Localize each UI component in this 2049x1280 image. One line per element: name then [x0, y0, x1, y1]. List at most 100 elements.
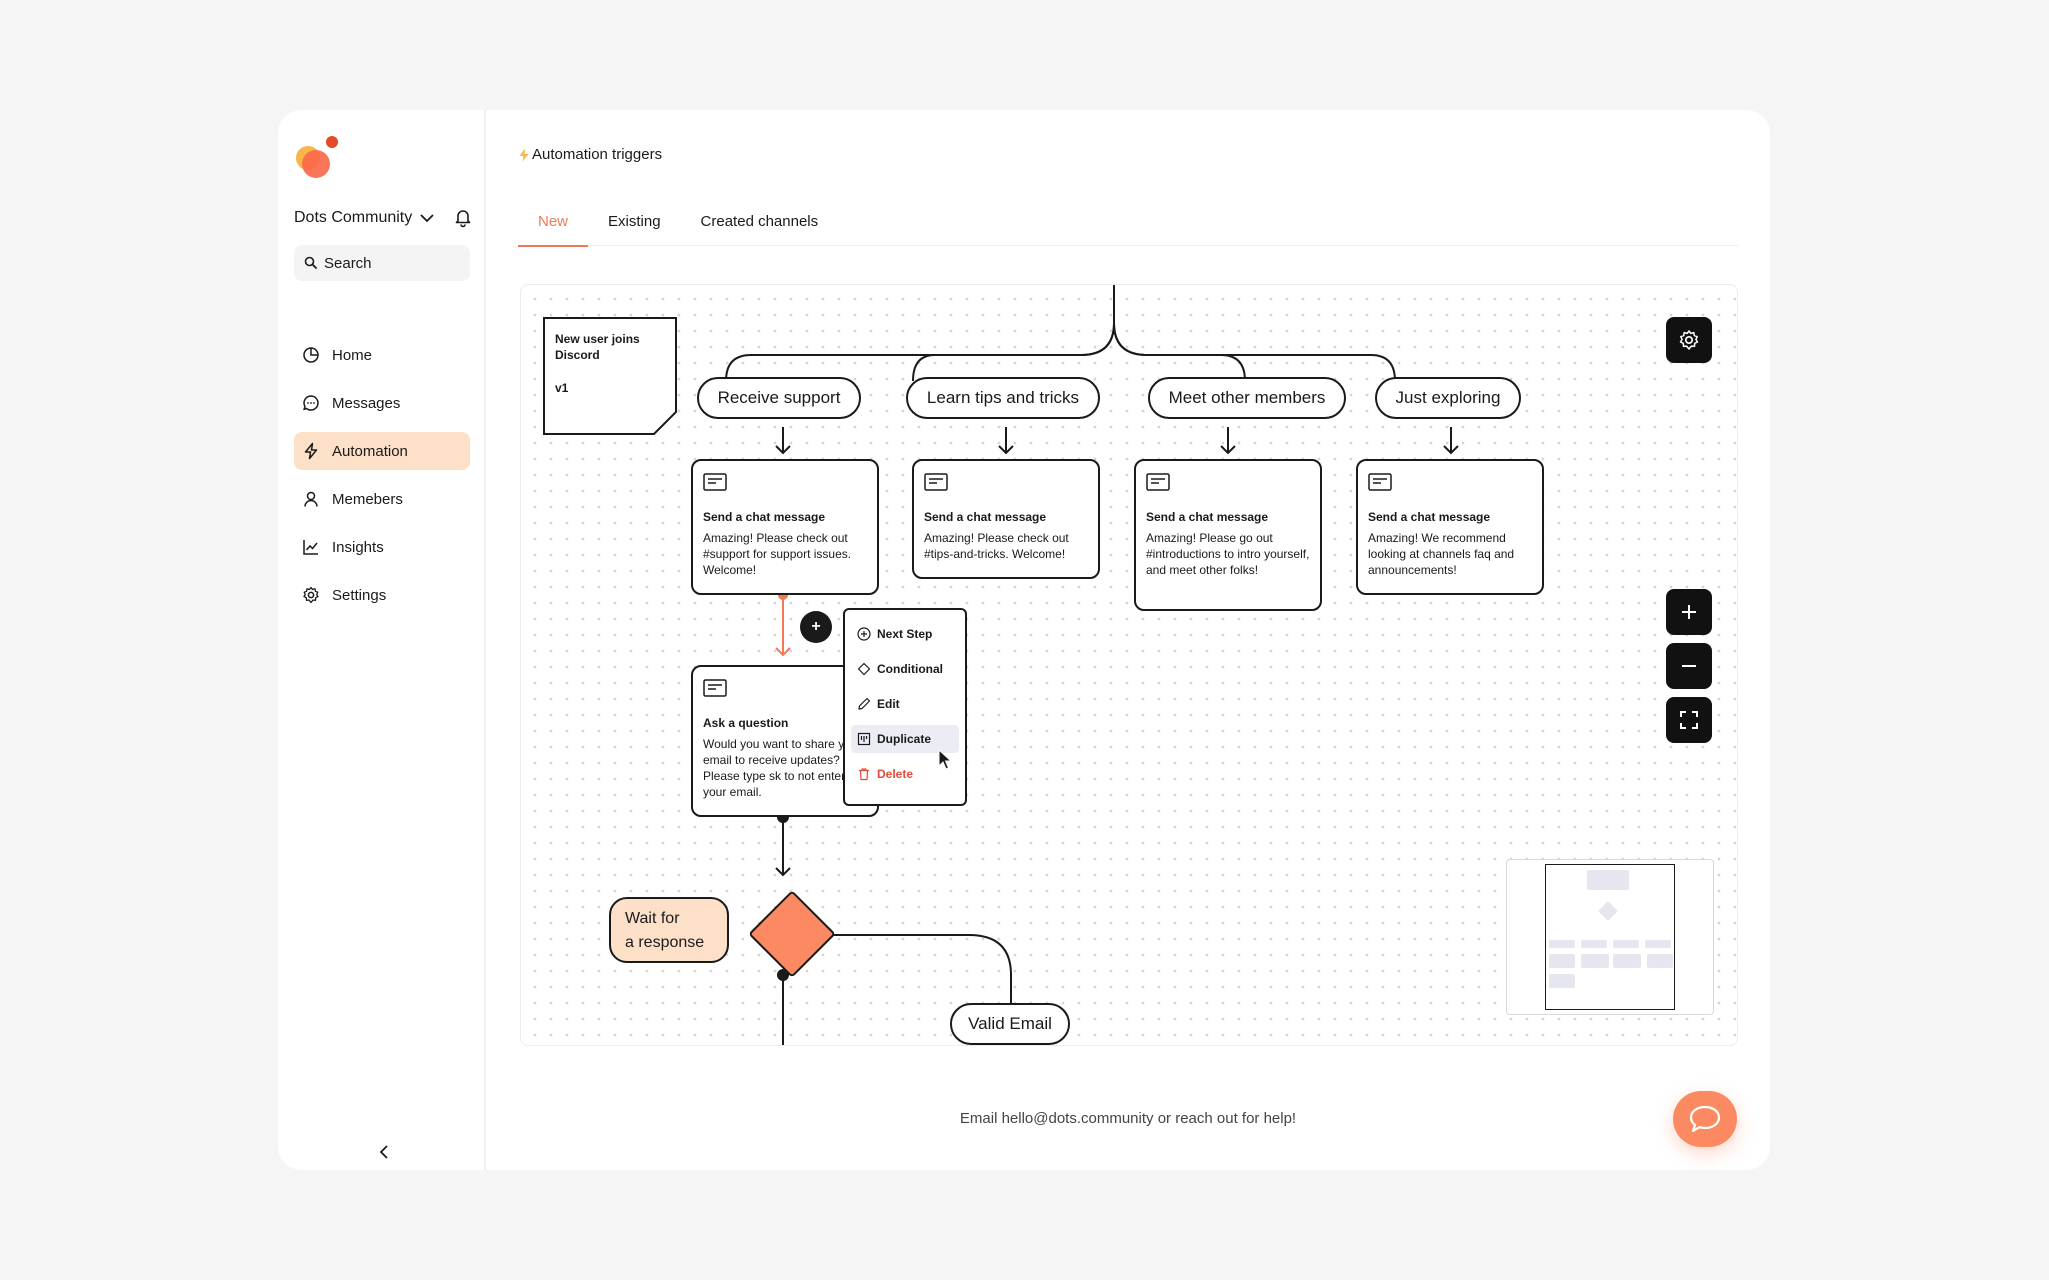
app-window: Dots Community Home: [278, 110, 1770, 1170]
minimap-viewport[interactable]: [1545, 864, 1675, 1010]
card-title: Send a chat message: [1146, 510, 1269, 524]
person-icon: [304, 491, 318, 507]
minimap-block: [1549, 940, 1575, 948]
chat-bubble-icon: [1689, 1105, 1721, 1133]
chat-bubble-icon: [303, 395, 319, 411]
valid-email-node[interactable]: Valid Email: [950, 1003, 1070, 1045]
chevron-down-icon: [420, 214, 434, 223]
workspace-switcher[interactable]: Dots Community: [294, 204, 474, 232]
sidebar-item-insights[interactable]: Insights: [294, 528, 470, 566]
sidebar-nav: Home Messages Automation: [294, 336, 470, 624]
minus-icon: [1682, 665, 1696, 667]
plus-icon: [1682, 605, 1696, 619]
tab-existing[interactable]: Existing: [608, 213, 661, 230]
tab-bar: New Existing Created channels: [518, 206, 1738, 247]
message-card[interactable]: Send a chat message Amazing! Please go o…: [1134, 459, 1322, 611]
card-body: Amazing! Please go out #introductions to…: [1146, 531, 1310, 577]
minimap-block: [1581, 954, 1609, 968]
search-icon: [304, 256, 318, 270]
tab-created-channels[interactable]: Created channels: [700, 213, 819, 230]
branch-just-exploring[interactable]: Just exploring: [1375, 377, 1521, 419]
chat-support-button[interactable]: [1673, 1091, 1737, 1147]
sidebar-item-automation[interactable]: Automation: [294, 432, 470, 470]
message-card[interactable]: Send a chat message Amazing! Please chec…: [912, 459, 1100, 579]
card-title: Ask a question: [703, 716, 789, 730]
menu-item-label: Duplicate: [877, 732, 932, 746]
wait-line-1: Wait for: [625, 910, 680, 927]
menu-next-step[interactable]: Next Step: [851, 620, 959, 648]
zoom-out-button[interactable]: [1666, 643, 1712, 689]
workspace-name: Dots Community: [294, 209, 413, 226]
diamond-icon: [857, 662, 871, 676]
minimap-block: [1581, 940, 1607, 948]
branch-receive-support[interactable]: Receive support: [697, 377, 861, 419]
menu-item-label: Delete: [877, 767, 914, 781]
plus-circle-icon: [857, 627, 871, 641]
sidebar-item-members[interactable]: Memebers: [294, 480, 470, 518]
sidebar-item-label: Insights: [332, 538, 384, 556]
menu-item-label: Conditional: [877, 662, 943, 676]
sidebar-item-label: Settings: [332, 586, 387, 604]
minimap-block: [1647, 954, 1673, 968]
minimap[interactable]: [1506, 859, 1714, 1015]
add-step-button[interactable]: +: [800, 611, 832, 643]
mouse-cursor-icon: [938, 749, 953, 770]
trash-icon: [859, 768, 869, 781]
message-card[interactable]: Send a chat message Amazing! We recommen…: [1356, 459, 1544, 595]
menu-edit[interactable]: Edit: [851, 690, 959, 718]
zoom-in-button[interactable]: [1666, 589, 1712, 635]
sidebar-item-settings[interactable]: Settings: [294, 576, 470, 614]
menu-duplicate[interactable]: Duplicate: [851, 725, 959, 753]
card-title: Send a chat message: [1368, 510, 1491, 524]
collapse-sidebar-icon[interactable]: [374, 1142, 394, 1162]
sidebar-item-messages[interactable]: Messages: [294, 384, 470, 422]
sidebar: Dots Community Home: [278, 110, 486, 1170]
bell-icon[interactable]: [452, 206, 474, 228]
page-title: Automation triggers: [518, 146, 662, 163]
fit-view-button[interactable]: [1666, 697, 1712, 743]
message-icon: [703, 473, 727, 491]
tab-new[interactable]: New: [518, 206, 589, 247]
message-icon: [1368, 473, 1392, 491]
flow-canvas[interactable]: New user joins Discord v1 Receive suppor…: [520, 284, 1738, 1046]
card-title: Send a chat message: [703, 510, 826, 524]
sidebar-item-label: Memebers: [332, 490, 403, 508]
sidebar-item-home[interactable]: Home: [294, 336, 470, 374]
message-icon: [924, 473, 948, 491]
node-context-menu: Next Step Conditional Edit: [843, 608, 967, 806]
main-content: Automation triggers New Existing Created…: [486, 110, 1770, 1170]
duplicate-icon: [857, 732, 871, 746]
minimap-block: [1645, 940, 1671, 948]
line-chart-icon: [303, 540, 318, 555]
branch-meet-members[interactable]: Meet other members: [1148, 377, 1346, 419]
branch-learn-tips[interactable]: Learn tips and tricks: [906, 377, 1100, 419]
message-card[interactable]: Send a chat message Amazing! Please chec…: [691, 459, 879, 595]
card-body: Amazing! Please check out #tips-and-tric…: [924, 531, 1069, 561]
card-body: Would you want to share your email to re…: [703, 737, 862, 799]
trigger-title: New user joins Discord: [555, 332, 640, 362]
canvas-settings-button[interactable]: [1666, 317, 1712, 363]
menu-delete[interactable]: Delete: [851, 760, 959, 788]
minimap-block: [1549, 954, 1575, 968]
gear-icon: [1679, 330, 1699, 350]
sidebar-item-label: Automation: [332, 442, 408, 460]
sidebar-item-label: Home: [332, 346, 373, 364]
search-input[interactable]: [324, 254, 464, 272]
card-body: Amazing! Please check out #support for s…: [703, 531, 852, 577]
minimap-block: [1613, 954, 1641, 968]
search-box[interactable]: [294, 245, 470, 281]
wait-for-response-node[interactable]: Wait for a response: [609, 897, 729, 963]
fullscreen-icon: [1680, 711, 1698, 729]
card-body: Amazing! We recommend looking at channel…: [1368, 531, 1515, 577]
sidebar-item-label: Messages: [332, 394, 401, 412]
wait-line-2: a response: [625, 934, 705, 951]
message-icon: [1146, 473, 1170, 491]
gear-icon: [303, 586, 319, 604]
menu-conditional[interactable]: Conditional: [851, 655, 959, 683]
minimap-block: [1613, 940, 1639, 948]
page-title-text: Automation triggers: [532, 146, 663, 163]
menu-item-label: Next Step: [877, 627, 933, 641]
trigger-note[interactable]: New user joins Discord v1: [543, 317, 677, 435]
page-fold-icon: [652, 410, 677, 435]
message-icon: [703, 679, 727, 697]
